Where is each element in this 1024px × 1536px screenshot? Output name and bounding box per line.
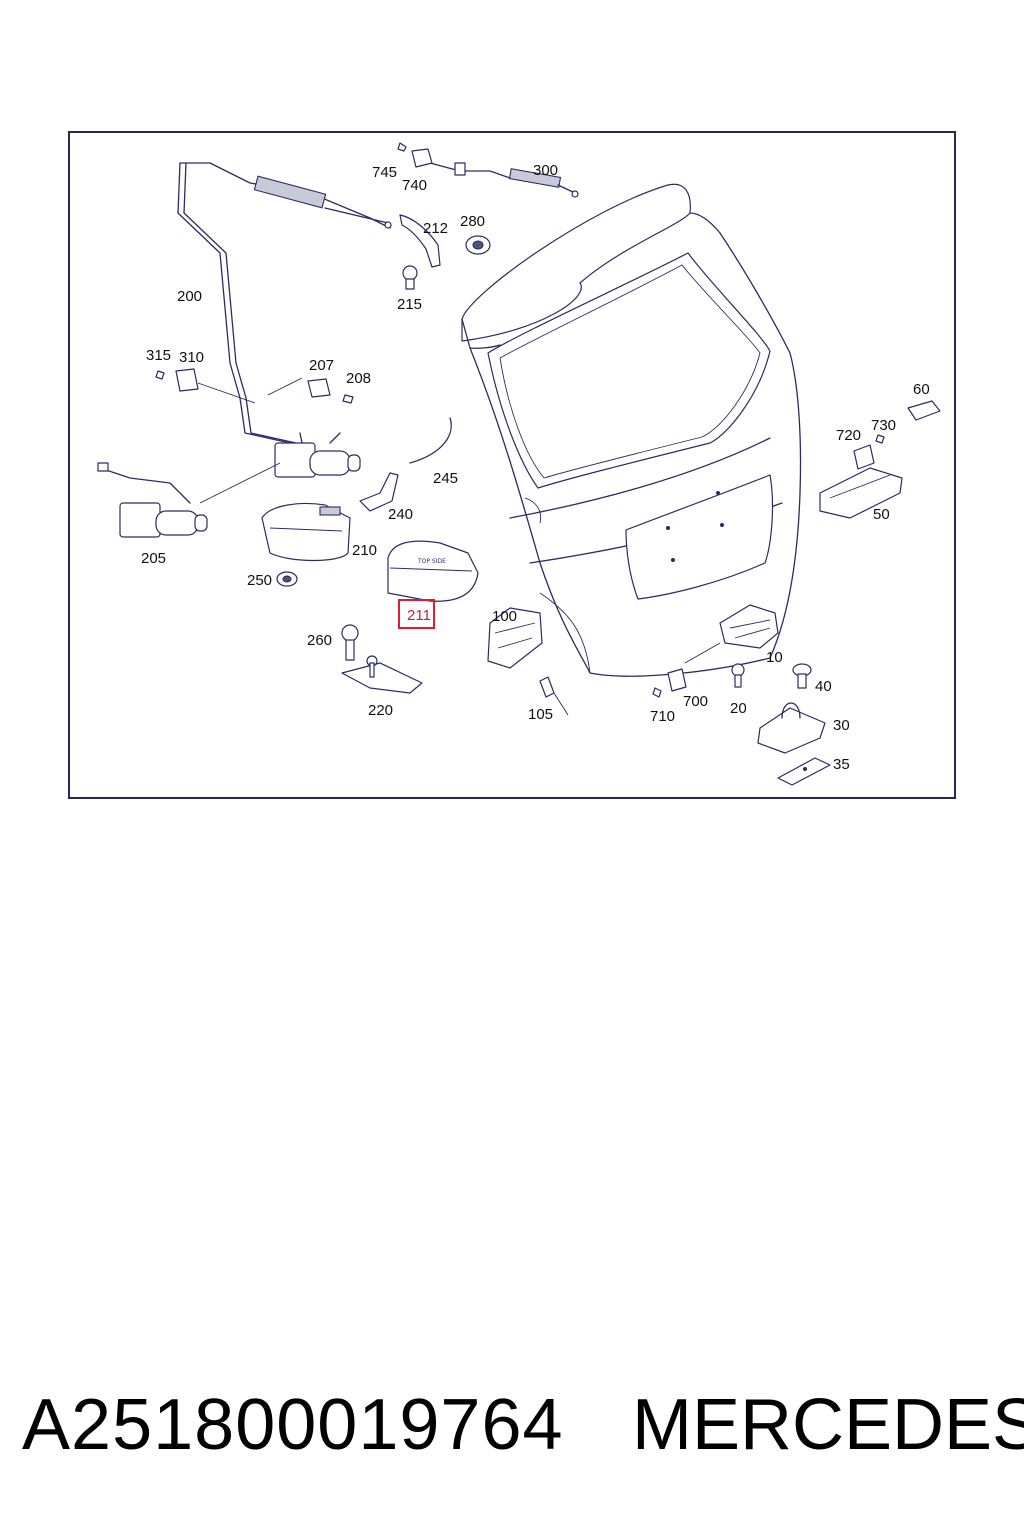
label-35: 35 bbox=[833, 756, 850, 773]
label-212: 212 bbox=[423, 220, 448, 237]
label-315: 315 bbox=[146, 347, 171, 364]
label-100: 100 bbox=[492, 608, 517, 625]
label-240: 240 bbox=[388, 506, 413, 523]
label-105: 105 bbox=[528, 706, 553, 723]
label-730: 730 bbox=[871, 417, 896, 434]
part-745-740 bbox=[397, 142, 433, 168]
label-30: 30 bbox=[833, 717, 850, 734]
brand-name: MERCEDES bbox=[632, 1385, 1024, 1465]
exploded-parts-diagram: TOP SIDE bbox=[97, 142, 941, 786]
part-105-pin bbox=[539, 676, 569, 716]
part-315-310 bbox=[155, 368, 256, 404]
label-260: 260 bbox=[307, 632, 332, 649]
label-250: 250 bbox=[247, 572, 272, 589]
footer: A251800019764 MERCEDES bbox=[0, 1380, 1024, 1470]
label-245: 245 bbox=[433, 470, 458, 487]
part-240-bracket bbox=[359, 472, 399, 512]
part-212-bracket bbox=[399, 214, 441, 268]
label-740: 740 bbox=[402, 177, 427, 194]
label-205: 205 bbox=[141, 550, 166, 567]
label-310: 310 bbox=[179, 349, 204, 366]
label-200: 200 bbox=[177, 288, 202, 305]
label-60: 60 bbox=[913, 381, 930, 398]
part-300-cable bbox=[429, 162, 579, 198]
part-number: A251800019764 bbox=[22, 1385, 564, 1465]
label-210: 210 bbox=[352, 542, 377, 559]
part-280-grommet bbox=[465, 235, 491, 255]
label-207: 207 bbox=[309, 357, 334, 374]
label-208: 208 bbox=[346, 370, 371, 387]
part-40-stud bbox=[792, 663, 812, 689]
part-labels: 745 740 300 212 280 215 200 315 310 207 … bbox=[141, 162, 930, 773]
part-250-clip bbox=[276, 571, 298, 587]
part-207-208 bbox=[267, 377, 354, 404]
diagram-frame: TOP SIDE bbox=[68, 131, 956, 799]
svg-text:TOP SIDE: TOP SIDE bbox=[417, 558, 446, 565]
part-220-striker bbox=[341, 655, 423, 694]
label-20: 20 bbox=[730, 700, 747, 717]
part-10-lock bbox=[684, 604, 779, 664]
label-10: 10 bbox=[766, 649, 783, 666]
highlight-box-211 bbox=[398, 599, 435, 629]
part-211-cover: TOP SIDE bbox=[387, 540, 479, 602]
part-20-screw bbox=[731, 663, 745, 688]
part-35-plate bbox=[777, 757, 831, 786]
part-205-motor-lower bbox=[97, 462, 281, 538]
part-60-clip bbox=[907, 400, 941, 421]
label-220: 220 bbox=[368, 702, 393, 719]
part-260-bolt bbox=[341, 624, 359, 661]
tailgate-body bbox=[461, 183, 802, 677]
label-700: 700 bbox=[683, 693, 708, 710]
label-40: 40 bbox=[815, 678, 832, 695]
part-205-motor-upper bbox=[274, 432, 361, 478]
part-245-wire bbox=[409, 417, 452, 464]
part-200-struts bbox=[177, 162, 392, 444]
label-211: 211 bbox=[407, 607, 431, 624]
label-50: 50 bbox=[873, 506, 890, 523]
part-50-lamp bbox=[819, 467, 903, 519]
label-745: 745 bbox=[372, 164, 397, 181]
label-300: 300 bbox=[533, 162, 558, 179]
label-720: 720 bbox=[836, 427, 861, 444]
part-30-latch bbox=[757, 702, 826, 754]
label-215: 215 bbox=[397, 296, 422, 313]
part-720-730 bbox=[853, 434, 885, 470]
label-710: 710 bbox=[650, 708, 675, 725]
part-215-screw bbox=[402, 265, 418, 290]
label-280: 280 bbox=[460, 213, 485, 230]
part-710-700 bbox=[652, 668, 687, 698]
part-210-cover bbox=[261, 502, 351, 562]
part-100-handle bbox=[487, 607, 543, 669]
